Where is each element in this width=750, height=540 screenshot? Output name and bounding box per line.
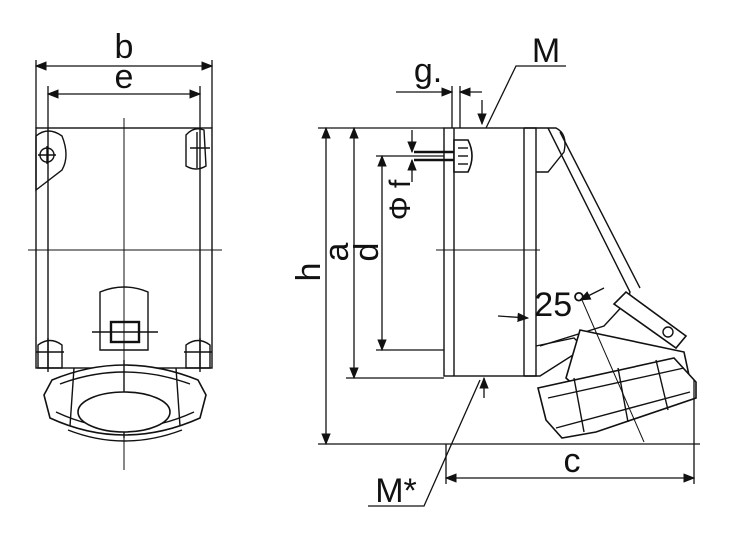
side-socket-head: [537, 290, 697, 443]
label-d: d: [348, 243, 386, 262]
angle-arrow-right: [578, 287, 605, 301]
label-g: g.: [414, 52, 442, 90]
side-socket-axis: [581, 299, 645, 443]
label-m-star: M*: [375, 472, 417, 510]
side-mounting-screw: [414, 139, 473, 173]
side-top-bracket: [524, 127, 566, 173]
angle-arrow-left: [497, 312, 530, 322]
side-backplate: [443, 127, 537, 377]
front-bottom-right-hole: [184, 338, 212, 372]
m-star-leader: [368, 379, 481, 507]
front-top-right-hole: [185, 128, 210, 170]
label-m: M: [532, 32, 560, 70]
front-bottom-left-hole: [36, 338, 64, 372]
front-top-left-hole: [35, 130, 67, 192]
front-socket-neck: [99, 286, 149, 351]
label-e: e: [115, 58, 134, 96]
label-b: b: [115, 28, 134, 66]
label-a: a: [318, 242, 356, 261]
label-c: c: [564, 442, 581, 480]
label-h: h: [290, 263, 328, 282]
front-view: b e: [28, 28, 222, 470]
label-angle: 25°: [534, 286, 585, 324]
front-cap-nut-inner: [77, 391, 171, 433]
m-leader: [485, 65, 566, 129]
side-view: h a d Φ f g. M M* c: [290, 32, 700, 510]
label-phi-f: Φ f: [384, 179, 417, 220]
